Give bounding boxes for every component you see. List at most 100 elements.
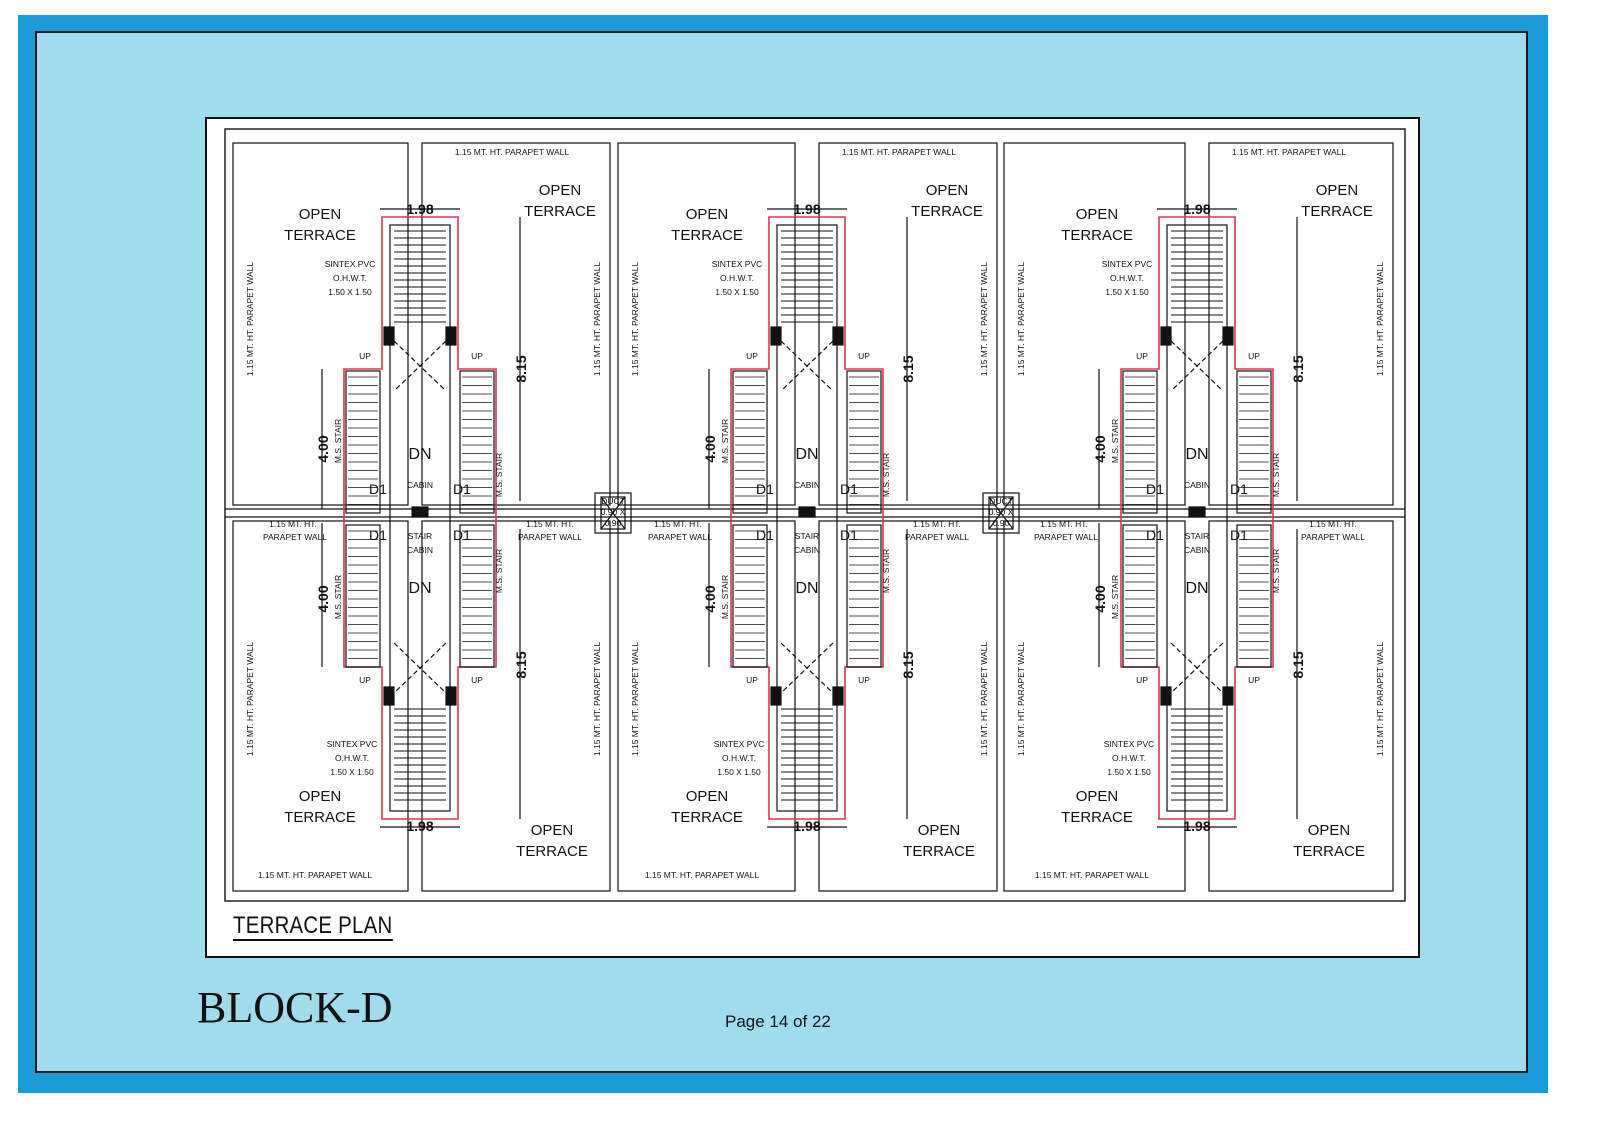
dimension-width: 1.98 [1183, 818, 1210, 834]
block-title: BLOCK-D [197, 983, 393, 1032]
tank-label: O.H.W.T. [722, 753, 756, 763]
up-label: UP [471, 351, 483, 361]
open-terrace-label: TERRACE [1293, 843, 1365, 860]
down-arrow-label: DN [408, 580, 431, 597]
parapet-wall-label: PARAPET WALL [905, 532, 969, 542]
open-terrace-label: OPEN [299, 788, 342, 805]
dimension-stair: 4.00 [702, 585, 718, 612]
dimension-length: 8.15 [1290, 355, 1306, 382]
parapet-wall-label: PARAPET WALL [263, 532, 327, 542]
tank-label: O.H.W.T. [1110, 273, 1144, 283]
ms-stair-label: M.S. STAIR [720, 419, 730, 463]
duct-label: DUCT [601, 496, 625, 506]
stair-cabin-label: CABIN [407, 545, 433, 555]
dimension-width: 1.98 [406, 818, 433, 834]
duct-label: DUCT [989, 496, 1013, 506]
open-terrace-label: TERRACE [1061, 227, 1133, 244]
ms-stair-label: M.S. STAIR [1110, 419, 1120, 463]
parapet-wall-label: 1.15 MT. HT. PARAPET WALL [245, 262, 255, 376]
up-label: UP [858, 351, 870, 361]
parapet-wall-label: 1.15 MT. HT. PARAPET WALL [258, 870, 372, 880]
open-terrace-label: TERRACE [284, 809, 356, 826]
tank-label: 1.50 X 1.50 [1105, 287, 1149, 297]
parapet-wall-label: 1.15 MT. HT. PARAPET WALL [1035, 870, 1149, 880]
ms-stair-label: M.S. STAIR [720, 575, 730, 619]
tank-label: 1.50 X 1.50 [330, 767, 374, 777]
parapet-wall-label: PARAPET WALL [1034, 532, 1098, 542]
ms-stair-label: M.S. STAIR [1271, 453, 1281, 497]
tank-label: 1.50 X 1.50 [1107, 767, 1151, 777]
parapet-wall-label: 1.15 MT. HT. PARAPET WALL [245, 642, 255, 756]
parapet-wall-label: PARAPET WALL [648, 532, 712, 542]
tank-label: 1.50 X 1.50 [715, 287, 759, 297]
down-arrow-label: DN [1185, 580, 1208, 597]
parapet-wall-label: 1.15 MT. HT. [654, 519, 702, 529]
ms-stair-label: M.S. STAIR [333, 419, 343, 463]
open-terrace-label: TERRACE [524, 203, 596, 220]
tank-label: SINTEX PVC [1104, 739, 1155, 749]
open-terrace-label: OPEN [686, 788, 729, 805]
duct-label: 0.90 X [989, 507, 1014, 517]
up-label: UP [746, 675, 758, 685]
open-terrace-label: TERRACE [671, 809, 743, 826]
cabin-label: CABIN [794, 480, 820, 490]
door-label: D1 [453, 527, 471, 543]
parapet-wall-label: 1.15 MT. HT. PARAPET WALL [592, 262, 602, 376]
open-terrace-label: TERRACE [903, 843, 975, 860]
duct-label: 0.90 [993, 518, 1010, 528]
stair-tower-outline [343, 216, 497, 820]
up-label: UP [1136, 675, 1148, 685]
door-label: D1 [840, 527, 858, 543]
stair-cabin-label: CABIN [794, 545, 820, 555]
up-label: UP [1248, 351, 1260, 361]
dimension-length: 8.15 [1290, 651, 1306, 678]
plan-title: TERRACE PLAN [233, 912, 393, 941]
open-terrace-label: OPEN [1308, 822, 1351, 839]
cabin-label: CABIN [407, 480, 433, 490]
parapet-wall-label: 1.15 MT. HT. PARAPET WALL [1232, 147, 1346, 157]
door-label: D1 [1146, 527, 1164, 543]
door-label: D1 [1146, 481, 1164, 497]
parapet-wall-label: 1.15 MT. HT. [1309, 519, 1357, 529]
tank-label: SINTEX PVC [714, 739, 765, 749]
tank-label: O.H.W.T. [1112, 753, 1146, 763]
down-arrow-label: DN [795, 446, 818, 463]
dimension-length: 8.15 [900, 651, 916, 678]
dimension-stair: 4.00 [1092, 585, 1108, 612]
stair-cabin-label: STAIR [1185, 531, 1209, 541]
open-terrace-label: OPEN [539, 182, 582, 199]
up-label: UP [359, 675, 371, 685]
tank-label: 1.50 X 1.50 [328, 287, 372, 297]
parapet-wall-label: 1.15 MT. HT. PARAPET WALL [1016, 262, 1026, 376]
parapet-wall-label: 1.15 MT. HT. PARAPET WALL [630, 262, 640, 376]
dimension-length: 8.15 [513, 355, 529, 382]
ms-stair-label: M.S. STAIR [1110, 575, 1120, 619]
door-label: D1 [840, 481, 858, 497]
down-arrow-label: DN [795, 580, 818, 597]
tank-label: SINTEX PVC [327, 739, 378, 749]
open-terrace-label: OPEN [1076, 788, 1119, 805]
parapet-wall-label: 1.15 MT. HT. PARAPET WALL [592, 642, 602, 756]
parapet-wall-label: 1.15 MT. HT. PARAPET WALL [979, 262, 989, 376]
dimension-length: 8.15 [900, 355, 916, 382]
dimension-stair: 4.00 [702, 435, 718, 462]
parapet-wall-label: 1.15 MT. HT. [913, 519, 961, 529]
ms-stair-label: M.S. STAIR [494, 453, 504, 497]
up-label: UP [471, 675, 483, 685]
down-arrow-label: DN [408, 446, 431, 463]
open-terrace-label: TERRACE [1061, 809, 1133, 826]
parapet-wall-label: 1.15 MT. HT. [1040, 519, 1088, 529]
tank-label: O.H.W.T. [335, 753, 369, 763]
down-arrow-label: DN [1185, 446, 1208, 463]
parapet-wall-label: 1.15 MT. HT. PARAPET WALL [630, 642, 640, 756]
ms-stair-label: M.S. STAIR [494, 549, 504, 593]
up-label: UP [359, 351, 371, 361]
parapet-wall-label: 1.15 MT. HT. PARAPET WALL [1375, 262, 1385, 376]
dimension-stair: 4.00 [1092, 435, 1108, 462]
parapet-wall-label: 1.15 MT. HT. [269, 519, 317, 529]
parapet-wall-label: 1.15 MT. HT. PARAPET WALL [1016, 642, 1026, 756]
tank-label: O.H.W.T. [720, 273, 754, 283]
